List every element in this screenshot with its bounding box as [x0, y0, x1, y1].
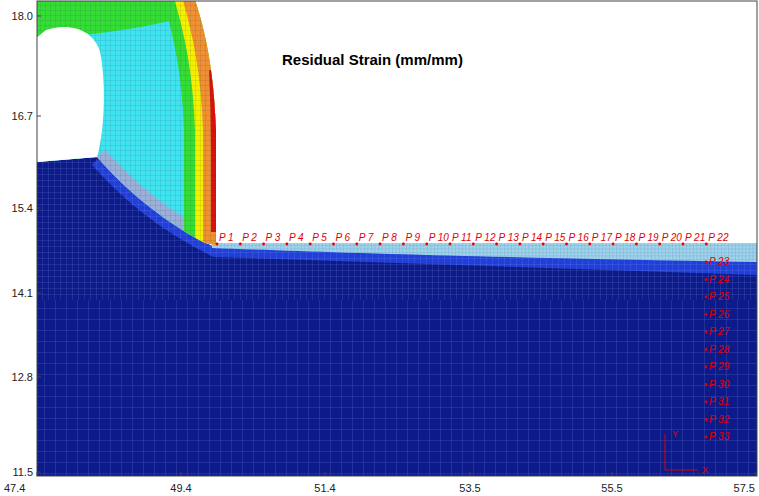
probe-point-label: P 14 — [522, 233, 542, 243]
probe-point-label: P 5 — [312, 233, 327, 243]
probe-point-label: P 22 — [708, 233, 728, 243]
axis-triad-label: Y — [672, 430, 678, 439]
probe-point-label: P 18 — [615, 233, 635, 243]
probe-point-label: P 12 — [475, 233, 495, 243]
probe-point-label: P 1 — [219, 233, 234, 243]
probe-point-label: P 15 — [545, 233, 565, 243]
axis-tick-label: 51.4 — [314, 483, 335, 494]
axis-tick-label: 53.5 — [459, 483, 480, 494]
probe-point-label: P 16 — [569, 233, 589, 243]
probe-point-label: P 27 — [709, 327, 729, 337]
axis-tick-label: 14.1 — [12, 288, 33, 299]
probe-point-label: P 20 — [662, 233, 682, 243]
probe-point-label: P 2 — [242, 233, 257, 243]
axis-tick-label: 49.4 — [170, 483, 191, 494]
axis-tick-label: 57.5 — [734, 483, 755, 494]
probe-point-label: P 3 — [266, 233, 281, 243]
probe-point-label: P 17 — [592, 233, 612, 243]
probe-point-label: P 13 — [499, 233, 519, 243]
chart-title: Residual Strain (mm/mm) — [282, 52, 463, 67]
axis-tick-label: 16.7 — [12, 111, 33, 122]
probe-point-label: P 21 — [685, 233, 705, 243]
probe-point-label: P 26 — [709, 310, 729, 320]
probe-point-label: P 31 — [709, 397, 729, 407]
probe-point-label: P 24 — [709, 275, 729, 285]
probe-point-label: P 28 — [709, 345, 729, 355]
axis-tick-label: 15.4 — [12, 203, 33, 214]
probe-point-label: P 25 — [709, 292, 729, 302]
axis-tick-label: 18.0 — [12, 11, 33, 22]
probe-point-label: P 10 — [429, 233, 449, 243]
probe-point-label: P 32 — [709, 415, 729, 425]
probe-point-label: P 23 — [709, 257, 729, 267]
probe-point-label: P 8 — [382, 233, 397, 243]
axis-tick-label: 47.4 — [4, 483, 25, 494]
axis-tick-label: 11.5 — [12, 467, 33, 478]
probe-point-label: P 33 — [709, 432, 729, 442]
probe-point-label: P 7 — [359, 233, 374, 243]
probe-point-label: P 29 — [709, 362, 729, 372]
probe-point-label: P 9 — [405, 233, 420, 243]
probe-point-label: P 30 — [709, 380, 729, 390]
probe-point-label: P 19 — [638, 233, 658, 243]
probe-point-label: P 4 — [289, 233, 304, 243]
axis-tick-label: 12.8 — [12, 372, 33, 383]
axis-tick-label: 55.5 — [601, 483, 622, 494]
probe-point-label: P 11 — [452, 233, 471, 243]
axis-triad-label: X — [702, 466, 708, 475]
probe-point-label: P 6 — [336, 233, 351, 243]
